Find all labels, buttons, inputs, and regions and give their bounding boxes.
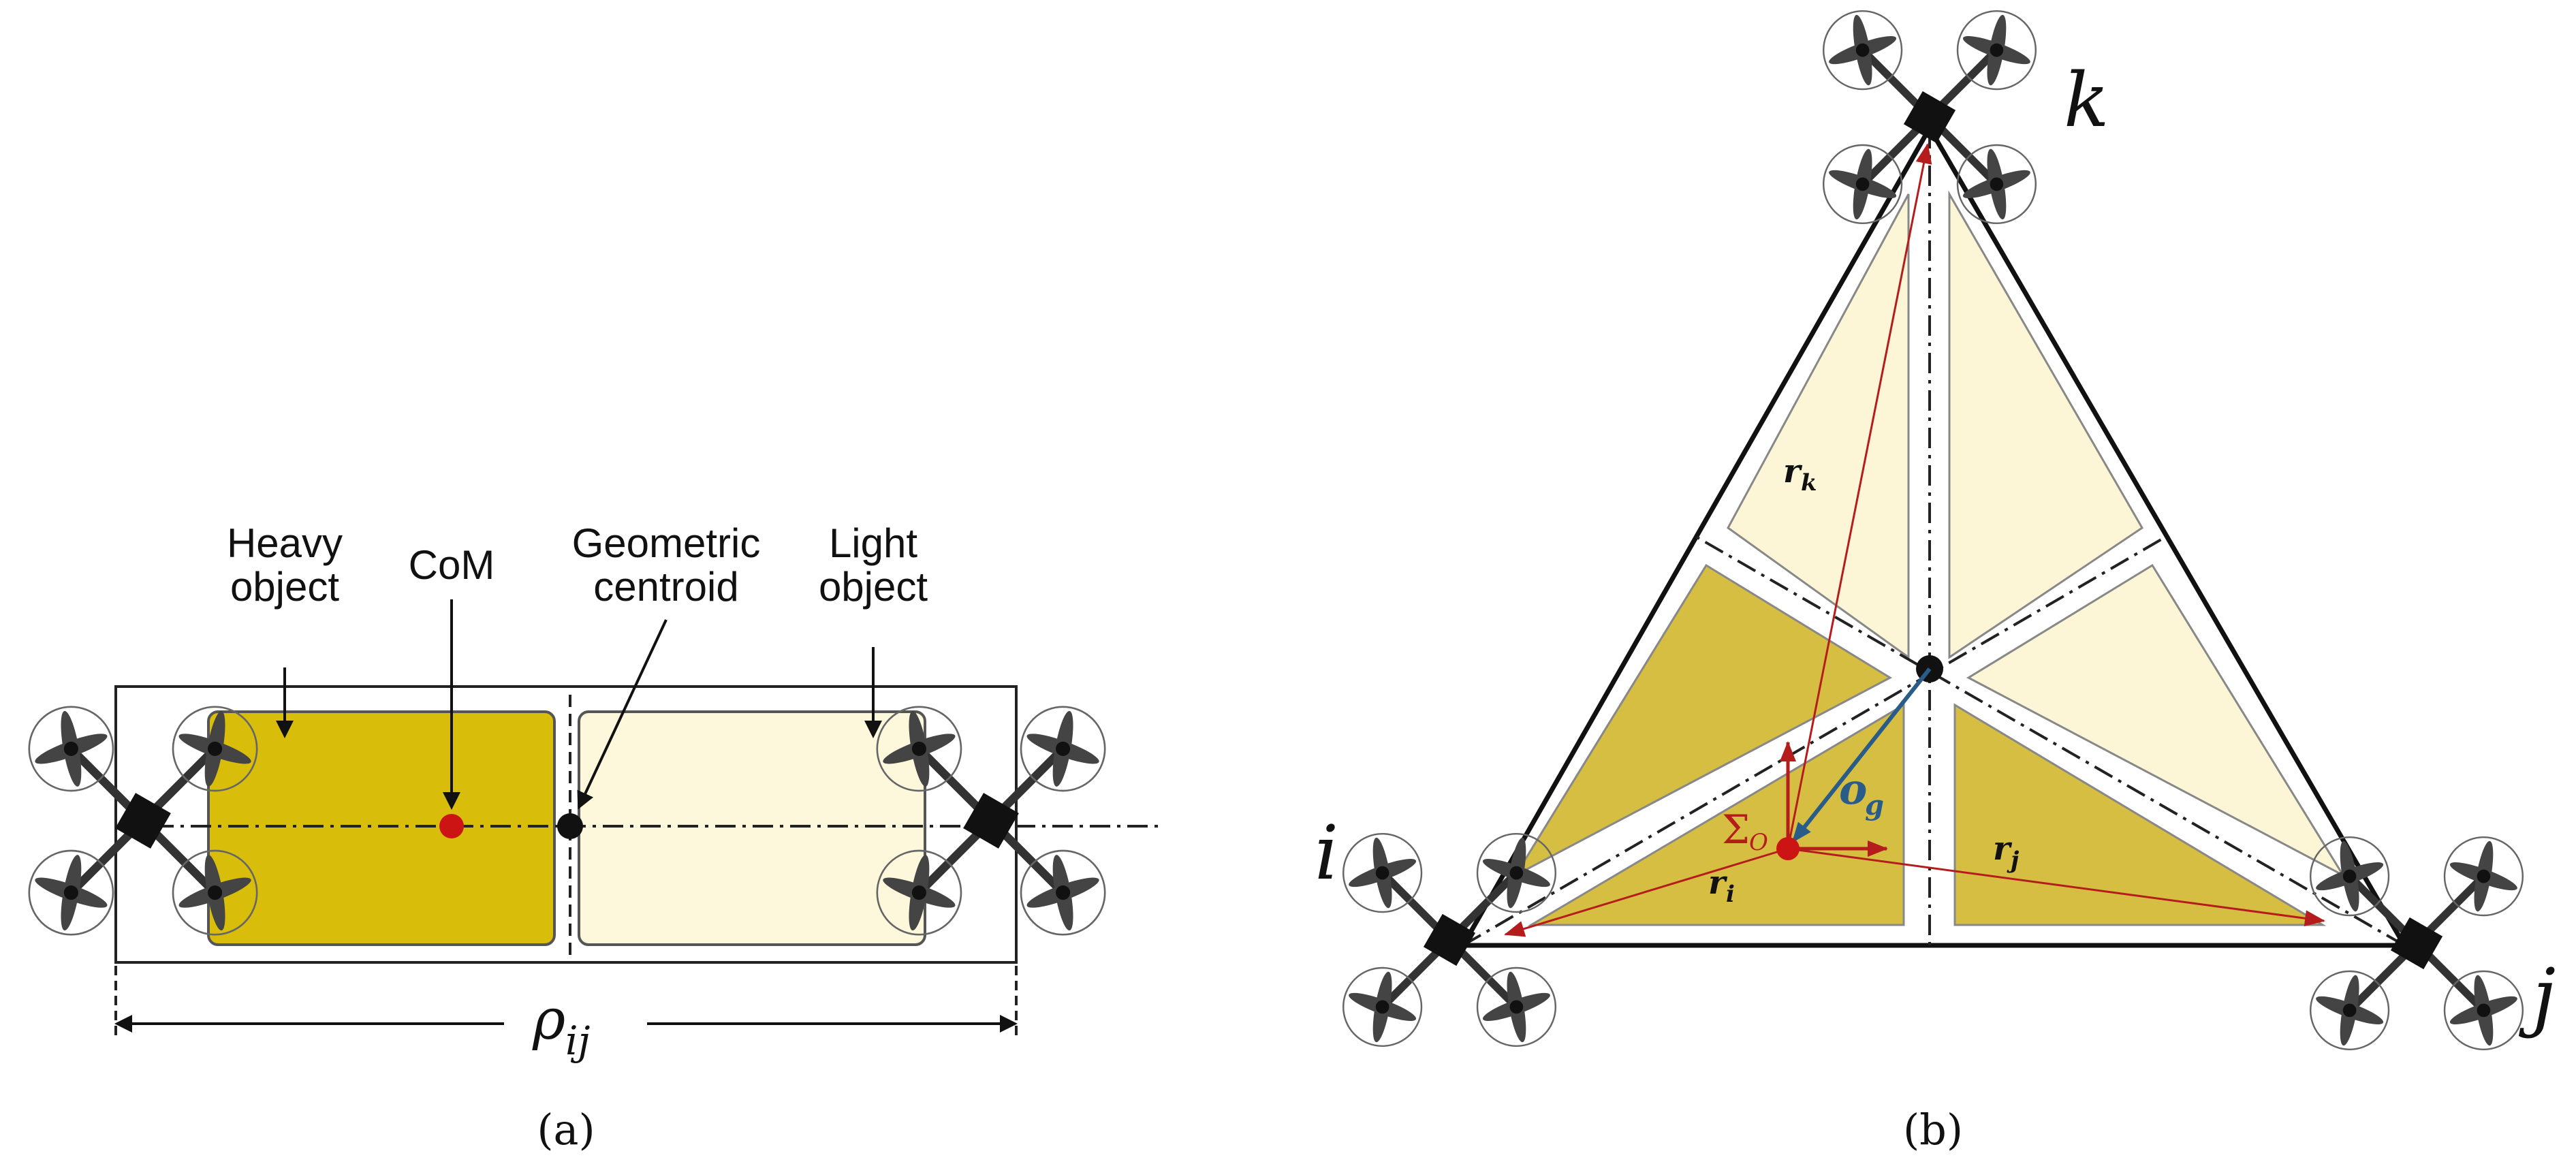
panel-a: Heavy object CoM Geometric centroid Ligh… (29, 520, 1158, 1154)
heavy-object-block (207, 710, 556, 946)
centroid-dot (557, 813, 583, 839)
median-left (1462, 535, 2167, 947)
segment-bottom-right (1953, 703, 2327, 926)
caption-b: (b) (1903, 1105, 1963, 1154)
label-ri-sub: i (1726, 881, 1735, 908)
vertex-label-k: k (2064, 57, 2109, 144)
frame-origin-dot (1776, 837, 1800, 860)
frame-label: Σ (1722, 806, 1750, 853)
label-rj: r (1993, 830, 2013, 868)
segment-top-right (1948, 190, 2144, 659)
geometric-centroid-line1: Geometric (572, 520, 761, 566)
vector-og (1791, 667, 1932, 843)
label-rk-sub: k (1801, 469, 1817, 497)
heavy-label-line1: Heavy (227, 520, 343, 566)
vector-rk (1787, 143, 1932, 849)
vector-rj (1787, 847, 2325, 927)
centroid-arrow (577, 619, 667, 810)
com-dot (439, 814, 464, 838)
segment-top-left (1727, 193, 1910, 659)
label-og-sub: g (1865, 789, 1884, 821)
segment-left (1512, 563, 1893, 878)
light-object-block (578, 710, 926, 946)
label-ri: r (1708, 864, 1728, 902)
vector-ri (1504, 847, 1789, 937)
rho-subscript: ij (565, 1018, 591, 1064)
median-right (1695, 535, 2405, 947)
light-label-line1: Light (829, 520, 917, 566)
vertex-label-i: i (1315, 809, 1338, 896)
frame-label-sub: O (1749, 829, 1768, 856)
segment-bottom-left (1527, 703, 1905, 926)
caption-a: (a) (537, 1105, 595, 1154)
label-og: o (1839, 764, 1867, 814)
label-rk: r (1783, 452, 1803, 490)
vertex-label-j: j (2518, 952, 2556, 1039)
light-label-line2: object (819, 564, 928, 610)
rho-symbol: ρ (532, 988, 565, 1052)
heavy-label-line2: object (230, 564, 339, 610)
geometric-centroid-line2: centroid (593, 564, 738, 610)
com-label: CoM (409, 542, 495, 588)
segment-right (1966, 563, 2346, 878)
panel-b: i j k r k r i r j o g Σ O (b) (1315, 11, 2556, 1154)
